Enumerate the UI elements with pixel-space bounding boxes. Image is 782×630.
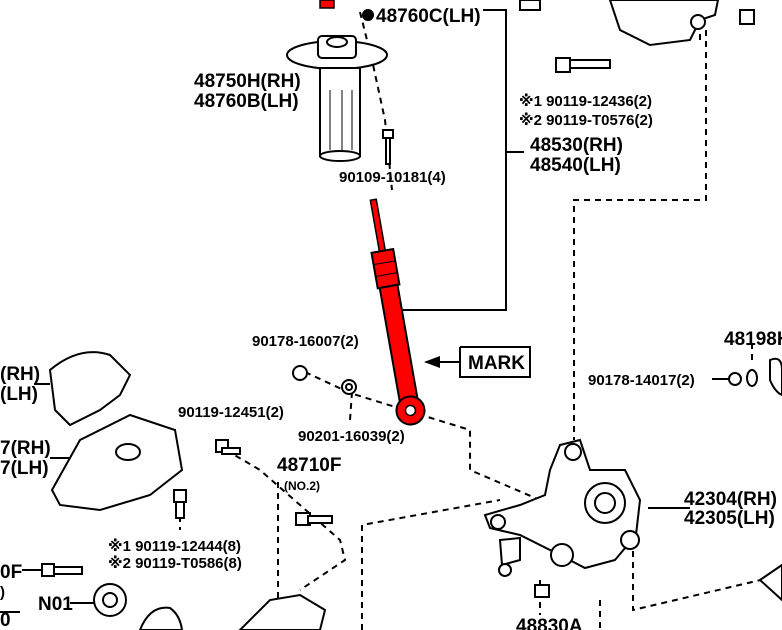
label-left-7rh: 7(RH) [0,438,51,459]
label-mount-rh: 48750H(RH) [194,71,301,92]
label-48760c: 48760C(LH) [376,6,481,27]
upper-support-mount [286,35,388,162]
right-parts [758,357,782,602]
mount-bolt [382,129,394,165]
left-parts [0,351,327,630]
label-left-rh: (RH) [0,364,40,385]
label-shock-lh: 48540(LH) [530,155,621,176]
label-mount-lh: 48760B(LH) [194,91,299,112]
label-part-48830a: 48830A [516,616,583,630]
label-shock-rh: 48530(RH) [530,135,623,156]
label-mark: MARK [468,353,525,374]
label-bolt-90109: 90109-10181(4) [339,169,446,186]
label-nut-90178-16007: 90178-16007(2) [252,333,359,350]
label-left-lh: (LH) [0,384,38,405]
label-left-0f: 0F [0,562,22,583]
label-bolt1-12444: ※1 90119-12444(8) [108,537,241,555]
label-bolt-90119-12451: 90119-12451(2) [178,404,284,421]
label-part-48198: 48198H [724,329,782,350]
rear-axle-carrier [483,438,642,577]
top-nut [319,0,541,21]
label-left-0: 0 [0,610,11,630]
label-bolt2-t0586: ※2 90119-T0586(8) [108,554,242,572]
label-bolt1-12436: ※1 90119-12436(2) [519,92,652,110]
upper-control-arm [608,0,720,47]
label-washer-90201: 90201-16039(2) [298,428,405,445]
label-knuckle-lh: 42305(LH) [684,508,775,529]
label-left-n01: N01 [38,594,73,615]
label-knuckle-rh: 42304(RH) [684,489,777,510]
label-left-7lh: 7(LH) [0,458,49,479]
label-bracket-no2: (NO.2) [284,479,320,493]
fasteners [41,9,758,598]
part-labels: 48760C(LH) 48750H(RH) 48760B(LH) 90109-1… [0,6,782,630]
label-left-paren: ) [0,584,5,601]
label-bracket-48710f: 48710F [277,455,341,476]
label-bolt2-t0576: ※2 90119-T0576(2) [519,111,653,129]
label-nut-90178-14017: 90178-14017(2) [588,372,695,389]
shock-absorber [369,198,426,426]
